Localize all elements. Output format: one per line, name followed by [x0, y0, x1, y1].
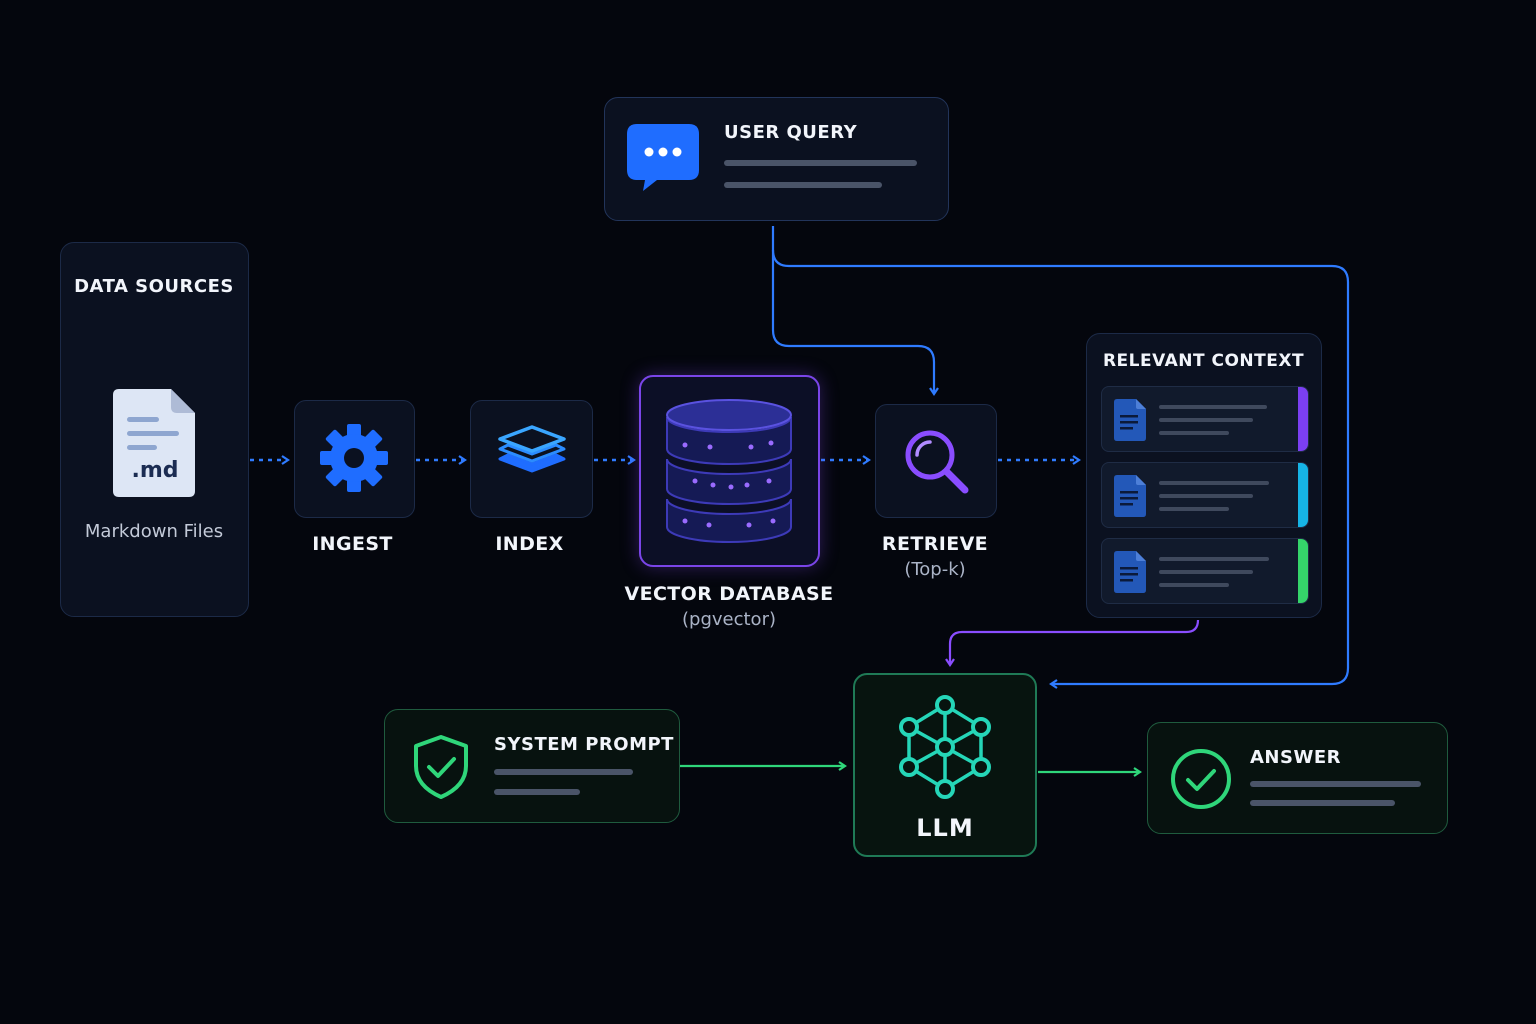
- neural-network-icon: [899, 695, 991, 799]
- document-icon: [1114, 551, 1146, 593]
- context-accent-bar: [1298, 387, 1308, 451]
- llm-label: LLM: [916, 814, 974, 842]
- document-icon: [1114, 399, 1146, 441]
- relevant-context-title: RELEVANT CONTEXT: [1102, 351, 1305, 371]
- placeholder-line: [494, 789, 580, 795]
- shield-check-icon: [414, 735, 468, 799]
- context-chunk-card: [1101, 462, 1309, 528]
- retrieve-sublabel: (Top-k): [904, 559, 966, 580]
- context-chunk-card: [1101, 386, 1309, 452]
- document-icon: [1114, 475, 1146, 517]
- placeholder-line: [1250, 800, 1395, 806]
- vector-database-node: [639, 375, 820, 567]
- retrieve-node: [875, 404, 997, 518]
- system-prompt-card: SYSTEM PROMPT: [384, 709, 680, 823]
- placeholder-line: [1159, 494, 1253, 498]
- placeholder-line: [1159, 481, 1269, 485]
- answer-card: ANSWER: [1147, 722, 1448, 834]
- placeholder-line: [1159, 507, 1229, 511]
- placeholder-line: [1159, 583, 1229, 587]
- ingest-node: [294, 400, 415, 518]
- placeholder-line: [1159, 431, 1229, 435]
- user-query-title: USER QUERY: [724, 122, 858, 143]
- vector-database-label: VECTOR DATABASE: [624, 583, 834, 605]
- vector-database-sublabel: (pgvector): [682, 609, 776, 630]
- markdown-file-icon: [113, 389, 195, 497]
- llm-node: LLM: [853, 673, 1037, 857]
- placeholder-line: [1159, 570, 1253, 574]
- placeholder-line: [1250, 781, 1421, 787]
- check-circle-icon: [1171, 749, 1231, 809]
- data-sources-title: DATA SOURCES: [74, 276, 234, 297]
- database-icon: [666, 399, 792, 543]
- context-accent-bar: [1298, 463, 1308, 527]
- chat-bubble-icon: [627, 124, 699, 191]
- retrieve-label: RETRIEVE: [881, 533, 989, 555]
- magnifier-icon: [905, 430, 969, 494]
- index-node: [470, 400, 593, 518]
- index-label: INDEX: [495, 533, 564, 555]
- relevant-context-panel: RELEVANT CONTEXT: [1086, 333, 1322, 618]
- answer-title: ANSWER: [1250, 747, 1341, 768]
- placeholder-line: [494, 769, 633, 775]
- context-chunk-card: [1101, 538, 1309, 604]
- placeholder-line: [1159, 405, 1267, 409]
- placeholder-line: [724, 160, 917, 166]
- system-prompt-title: SYSTEM PROMPT: [494, 734, 674, 755]
- arrow-context-to-llm: [945, 619, 1200, 667]
- gear-icon: [320, 424, 388, 492]
- context-accent-bar: [1298, 539, 1308, 603]
- placeholder-line: [724, 182, 882, 188]
- layers-icon: [498, 425, 566, 473]
- data-sources-panel: DATA SOURCES .md Markdown Files: [60, 242, 249, 617]
- arrow-query-to-llm: [771, 249, 1350, 689]
- data-sources-caption: Markdown Files: [84, 521, 224, 542]
- placeholder-line: [1159, 557, 1269, 561]
- user-query-card: USER QUERY: [604, 97, 949, 221]
- ingest-label: INGEST: [312, 533, 393, 555]
- arrow-query-to-retrieve: [771, 226, 939, 396]
- placeholder-line: [1159, 418, 1253, 422]
- file-extension-badge: .md: [131, 458, 179, 483]
